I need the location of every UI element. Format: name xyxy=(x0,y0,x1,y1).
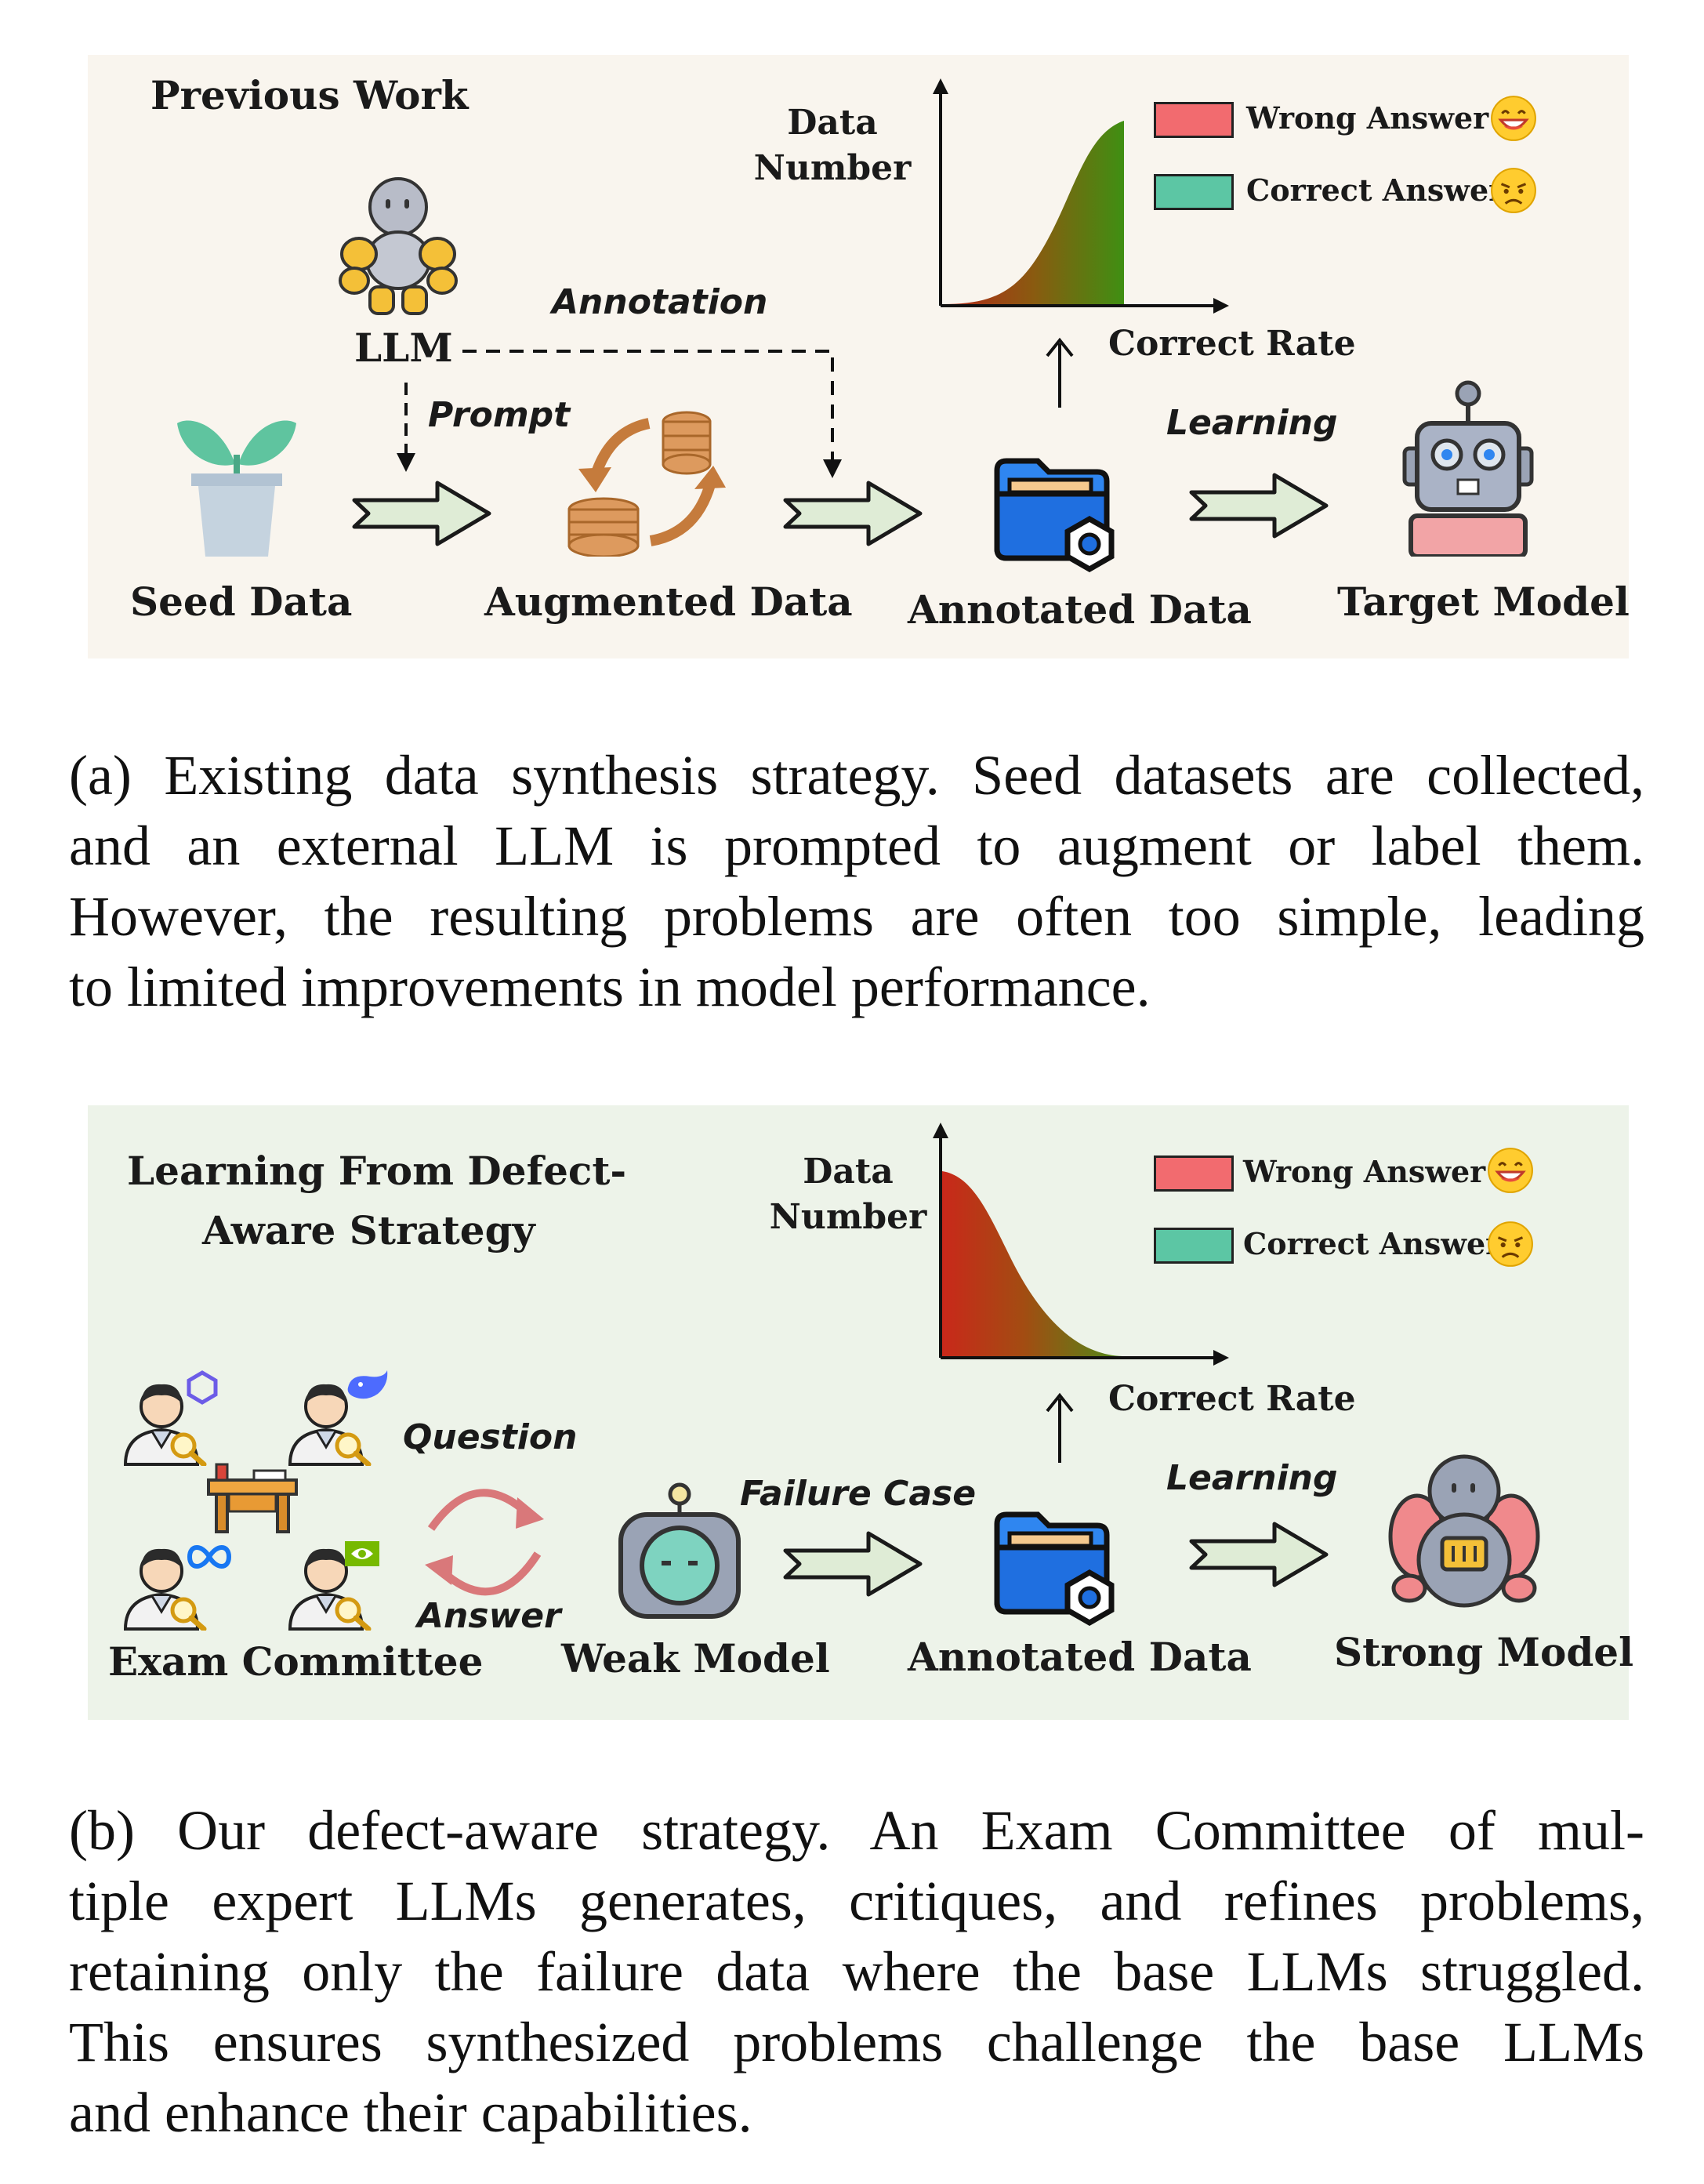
panel-b-title-line2: Aware Strategy xyxy=(202,1207,535,1253)
chart-a-xlabel: Correct Rate xyxy=(1108,324,1356,364)
failure-case-label: Failure Case xyxy=(740,1474,977,1514)
cycle-arrow-top xyxy=(427,1489,530,1531)
learning-label-b: Learning xyxy=(1166,1458,1338,1498)
exam-committee-label: Exam Committee xyxy=(108,1638,484,1685)
target-robot-icon xyxy=(1402,380,1534,557)
caption-b-line: and enhance their capabilities. xyxy=(69,2081,752,2144)
prompt-arrowhead xyxy=(397,453,415,472)
annotation-dashed-line xyxy=(462,350,834,463)
chart-b-x-arrowhead xyxy=(1213,1350,1229,1366)
sad-emoji xyxy=(1486,1220,1535,1268)
chart-b-y-arrowhead xyxy=(933,1123,948,1138)
seed-to-augmented-arrow xyxy=(351,478,492,549)
panel-previous-work: Previous Work Data Number Correct Rate W… xyxy=(88,55,1630,658)
question-label: Question xyxy=(403,1417,578,1457)
augmented-data-label: Augmented Data xyxy=(484,579,853,625)
legend-a-correct-label: Correct Answer xyxy=(1246,172,1505,208)
caption-b-line: This ensures synthesized problems challe… xyxy=(69,2011,1644,2073)
legend-b-wrong-swatch xyxy=(1154,1155,1234,1192)
panel-b-chart xyxy=(425,1123,1229,1596)
caption-b-line: retaining only the failure data where th… xyxy=(69,1940,1644,2003)
augmented-to-annotated-arrow xyxy=(782,478,923,549)
chart-b-xlabel: Correct Rate xyxy=(1108,1379,1356,1419)
weak-to-annotated-arrow xyxy=(782,1529,923,1599)
panel-a-chart xyxy=(397,78,1229,478)
weak-model-robot-icon xyxy=(618,1482,741,1619)
target-model-label: Target Model xyxy=(1337,579,1630,625)
prompt-label: Prompt xyxy=(428,395,571,435)
chart-a-x-arrowhead xyxy=(1213,298,1229,314)
learning-label-a: Learning xyxy=(1166,403,1338,443)
panel-b-title-line1: Learning From Defect- xyxy=(127,1148,627,1194)
caption-a-line: to limited improvements in model perform… xyxy=(69,956,1151,1018)
caption-b-line: tiple expert LLMs generates, critiques, … xyxy=(69,1870,1644,1932)
grin-emoji xyxy=(1486,1146,1535,1195)
llm-label: LLM xyxy=(354,325,453,371)
strong-model-robot-icon xyxy=(1388,1454,1540,1608)
llm-robot-icon xyxy=(339,177,458,315)
chart-a-y-arrowhead xyxy=(933,78,948,94)
legend-a-wrong-swatch xyxy=(1154,102,1234,138)
deepseek-whale-icon xyxy=(347,1370,388,1399)
grin-emoji xyxy=(1489,94,1538,143)
annotation-label: Annotation xyxy=(552,282,768,322)
annotation-arrowhead xyxy=(823,459,842,478)
legend-a-correct-swatch xyxy=(1154,174,1234,210)
caption-a-line: (a) Existing data synthesis strategy. Se… xyxy=(69,744,1644,807)
caption-b: (b) Our defect-aware strategy. An Exam C… xyxy=(69,1795,1644,2148)
chart-b-ylabel: Data Number xyxy=(769,1152,927,1237)
annotated-to-target-arrow xyxy=(1188,470,1329,541)
panel-a-title: Previous Work xyxy=(150,72,469,118)
exam-desk-icon xyxy=(207,1463,298,1533)
legend-b-wrong-label: Wrong Answer xyxy=(1243,1154,1486,1189)
annotated-to-strong-arrow xyxy=(1188,1519,1329,1590)
annotated-folder-icon xyxy=(981,1485,1122,1626)
annotated-data-label: Annotated Data xyxy=(908,586,1252,633)
augmented-coins-icon xyxy=(567,411,726,557)
panel-defect-aware: Learning From Defect- Aware Strategy Dat… xyxy=(88,1105,1633,1720)
chart-a-ylabel: Data Number xyxy=(753,103,912,188)
meta-logo-icon xyxy=(187,1545,232,1569)
annotated-folder-icon xyxy=(981,431,1122,572)
caption-a-line: and an external LLM is prompted to augme… xyxy=(69,814,1644,877)
weak-model-label: Weak Model xyxy=(561,1635,830,1682)
legend-a-wrong-label: Wrong Answer xyxy=(1246,100,1489,136)
annotated-data-label-b: Annotated Data xyxy=(908,1634,1252,1680)
strong-model-label: Strong Model xyxy=(1334,1629,1634,1675)
caption-b-line: (b) Our defect-aware strategy. An Exam C… xyxy=(69,1799,1644,1862)
nvidia-logo-icon xyxy=(345,1541,379,1566)
legend-b-correct-label: Correct Answer xyxy=(1243,1226,1502,1261)
seed-data-label: Seed Data xyxy=(130,579,353,625)
chart-a-curve-area xyxy=(942,121,1124,304)
legend-b-correct-swatch xyxy=(1154,1228,1234,1264)
qwen-logo-icon xyxy=(187,1370,218,1405)
seed-plant-icon xyxy=(177,420,296,557)
caption-a: (a) Existing data synthesis strategy. Se… xyxy=(69,740,1644,1022)
sad-emoji xyxy=(1489,166,1538,215)
caption-a-line: However, the resulting problems are ofte… xyxy=(69,885,1644,948)
chart-b-curve-area xyxy=(942,1171,1122,1356)
answer-label: Answer xyxy=(417,1596,561,1636)
cycle-arrow-bottom xyxy=(439,1551,542,1596)
